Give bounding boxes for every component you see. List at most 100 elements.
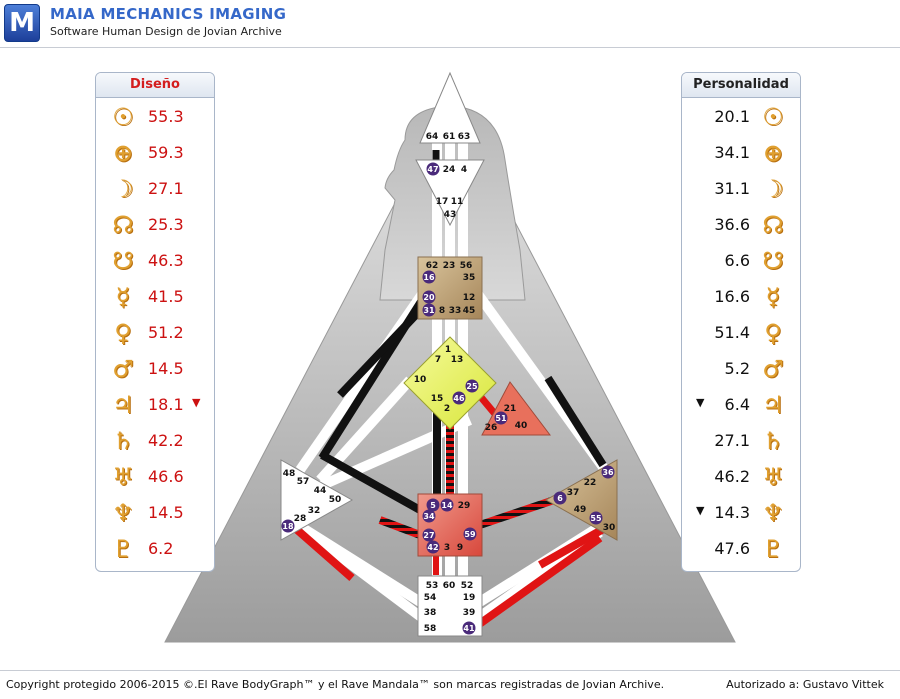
gate-11: 11 <box>451 197 464 207</box>
design-row: ♆14.5 <box>96 495 214 531</box>
personality-row: ♂5.2 <box>682 351 800 387</box>
gate-40: 40 <box>515 421 528 431</box>
jupiter-icon: ♃ <box>762 391 784 419</box>
gate-47: 47 <box>427 165 438 174</box>
personality-row: ☿16.6 <box>682 279 800 315</box>
south-node-icon: ☋ <box>112 247 134 275</box>
gate-7: 7 <box>435 355 441 365</box>
design-value: 25.3 <box>148 215 184 234</box>
personality-row: ⊕34.1 <box>682 135 800 171</box>
design-value: 46.6 <box>148 467 184 486</box>
gate-18: 18 <box>282 522 294 531</box>
header-divider <box>0 47 900 48</box>
gate-35: 35 <box>463 273 476 283</box>
bodygraph: 64 61 63 47 24 4 17 11 43 62 23 56 16 35… <box>164 71 736 643</box>
design-value: 6.2 <box>148 539 174 558</box>
gate-41: 41 <box>463 624 475 633</box>
design-value: 42.2 <box>148 431 184 450</box>
design-row: ♂14.5 <box>96 351 214 387</box>
gate-2: 2 <box>444 404 450 414</box>
design-panel-title: Diseño <box>96 73 214 98</box>
sun-icon: ☉ <box>762 103 784 131</box>
personality-value: 36.6 <box>714 215 750 234</box>
gate-58: 58 <box>424 624 437 634</box>
personality-row: ♇47.6 <box>682 531 800 567</box>
gate-8: 8 <box>439 306 445 316</box>
gate-33: 33 <box>449 306 462 316</box>
gate-19: 19 <box>463 593 476 603</box>
gate-52: 52 <box>461 581 474 591</box>
gate-39: 39 <box>463 608 476 618</box>
app-title: MAIA MECHANICS IMAGING <box>50 5 287 23</box>
design-value: 27.1 <box>148 179 184 198</box>
g-center <box>403 336 497 430</box>
gate-13: 13 <box>451 355 464 365</box>
personality-value: 6.4 <box>724 395 750 414</box>
personality-value: 46.2 <box>714 467 750 486</box>
design-row: ☉55.3 <box>96 99 214 135</box>
gate-48: 48 <box>283 469 296 479</box>
design-value: 55.3 <box>148 107 184 126</box>
jupiter-icon: ♃ <box>112 391 134 419</box>
app-subtitle: Software Human Design de Jovian Archive <box>50 25 282 38</box>
gate-36: 36 <box>602 468 614 477</box>
mercury-icon: ☿ <box>115 283 131 311</box>
design-row: ☽ 27.1 <box>96 171 214 207</box>
personality-row: ☽31.1 <box>682 171 800 207</box>
gate-61: 61 <box>443 132 456 142</box>
saturn-icon: ♄ <box>762 427 784 455</box>
spleen-center <box>280 459 354 541</box>
mercury-icon: ☿ <box>765 283 781 311</box>
gate-21: 21 <box>504 404 517 414</box>
design-row: ☊25.3 <box>96 207 214 243</box>
gate-50: 50 <box>329 495 342 505</box>
personality-value: 34.1 <box>714 143 750 162</box>
design-value: 18.1 <box>148 395 184 414</box>
design-value: 46.3 <box>148 251 184 270</box>
personality-value: 20.1 <box>714 107 750 126</box>
gate-62: 62 <box>426 261 439 271</box>
personality-row: ♃ 6.4 ▼ <box>682 387 800 423</box>
gate-42: 42 <box>427 543 438 552</box>
gate-24: 24 <box>443 165 456 175</box>
gate-1: 1 <box>445 345 451 355</box>
design-row: ☋ 46.3 <box>96 243 214 279</box>
gate-29: 29 <box>458 501 471 511</box>
gate-55: 55 <box>590 514 602 523</box>
personality-row: ☉ 20.1 <box>682 99 800 135</box>
gate-38: 38 <box>424 608 437 618</box>
north-node-icon: ☊ <box>762 211 784 239</box>
gate-53: 53 <box>426 581 439 591</box>
gate-32: 32 <box>308 506 321 516</box>
ajna-center <box>415 159 485 227</box>
app-header: M MAIA MECHANICS IMAGING Software Human … <box>0 0 900 46</box>
gate-17: 17 <box>436 197 449 207</box>
gate-23: 23 <box>443 261 456 271</box>
gate-22: 22 <box>584 478 597 488</box>
moon-icon: ☽ <box>112 175 134 203</box>
app-logo: M <box>4 4 40 42</box>
design-row: ♇ 6.2 <box>96 531 214 567</box>
gate-46: 46 <box>453 394 465 403</box>
neptune-icon: ♆ <box>762 499 784 527</box>
down-arrow-icon: ▼ <box>696 396 705 409</box>
design-value: 14.5 <box>148 503 184 522</box>
design-value: 59.3 <box>148 143 184 162</box>
gate-57: 57 <box>297 477 310 487</box>
design-row: ♄42.2 <box>96 423 214 459</box>
gate-16: 16 <box>423 273 435 282</box>
gate-63: 63 <box>458 132 471 142</box>
design-row: ♀51.2 <box>96 315 214 351</box>
personality-value: 14.3 <box>714 503 750 522</box>
mars-icon: ♂ <box>762 355 784 383</box>
gate-14: 14 <box>441 501 453 510</box>
personality-value: 6.6 <box>724 251 750 270</box>
authorized-text: Autorizado a: Gustavo Vittek <box>726 678 884 691</box>
gate-30: 30 <box>603 523 616 533</box>
pluto-icon: ♇ <box>112 535 134 563</box>
head-center <box>419 71 481 144</box>
design-row: ♅46.6 <box>96 459 214 495</box>
gate-56: 56 <box>460 261 473 271</box>
pluto-icon: ♇ <box>762 535 784 563</box>
gate-49: 49 <box>574 505 587 515</box>
